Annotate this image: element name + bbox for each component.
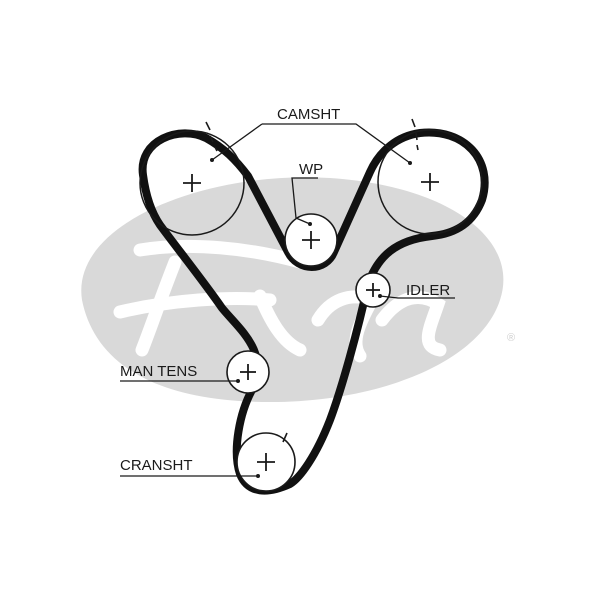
- crankshaft-pulley: [236, 432, 296, 492]
- wp-label: WP: [299, 161, 323, 178]
- camsht-leader-left: [211, 123, 263, 161]
- idler-label: IDLER: [406, 282, 450, 299]
- timing-mark-icon: [282, 432, 288, 443]
- leader-dots: [210, 158, 412, 478]
- cross-mark-icon: [421, 173, 439, 191]
- watermark-oval: [81, 177, 504, 402]
- wp-leader: [291, 177, 318, 225]
- water-pump-pulley: [284, 213, 338, 267]
- cross-mark-icon: [257, 453, 275, 471]
- idler-leader: [379, 295, 455, 299]
- cross-mark-icon: [183, 174, 201, 192]
- cross-mark-icon: [240, 364, 256, 380]
- cross-mark-icon: [366, 283, 380, 297]
- camsht-leader-right: [262, 123, 411, 164]
- gates-logo-watermark: ®: [81, 177, 515, 402]
- cransht-label: CRANSHT: [120, 457, 193, 474]
- idler-pulley: [355, 272, 391, 308]
- camsht-label: CAMSHT: [277, 106, 340, 123]
- registered-mark: ®: [507, 332, 515, 344]
- cross-mark-icon: [302, 231, 320, 249]
- timing-mark-icon: [205, 121, 218, 152]
- left-camshaft-pulley: [139, 121, 245, 236]
- right-camshaft-pulley: [377, 118, 483, 235]
- leader-lines: [120, 123, 455, 477]
- man-tens-label: MAN TENS: [120, 363, 197, 380]
- timing-mark-icon: [411, 118, 419, 151]
- manual-tensioner-pulley: [226, 350, 270, 394]
